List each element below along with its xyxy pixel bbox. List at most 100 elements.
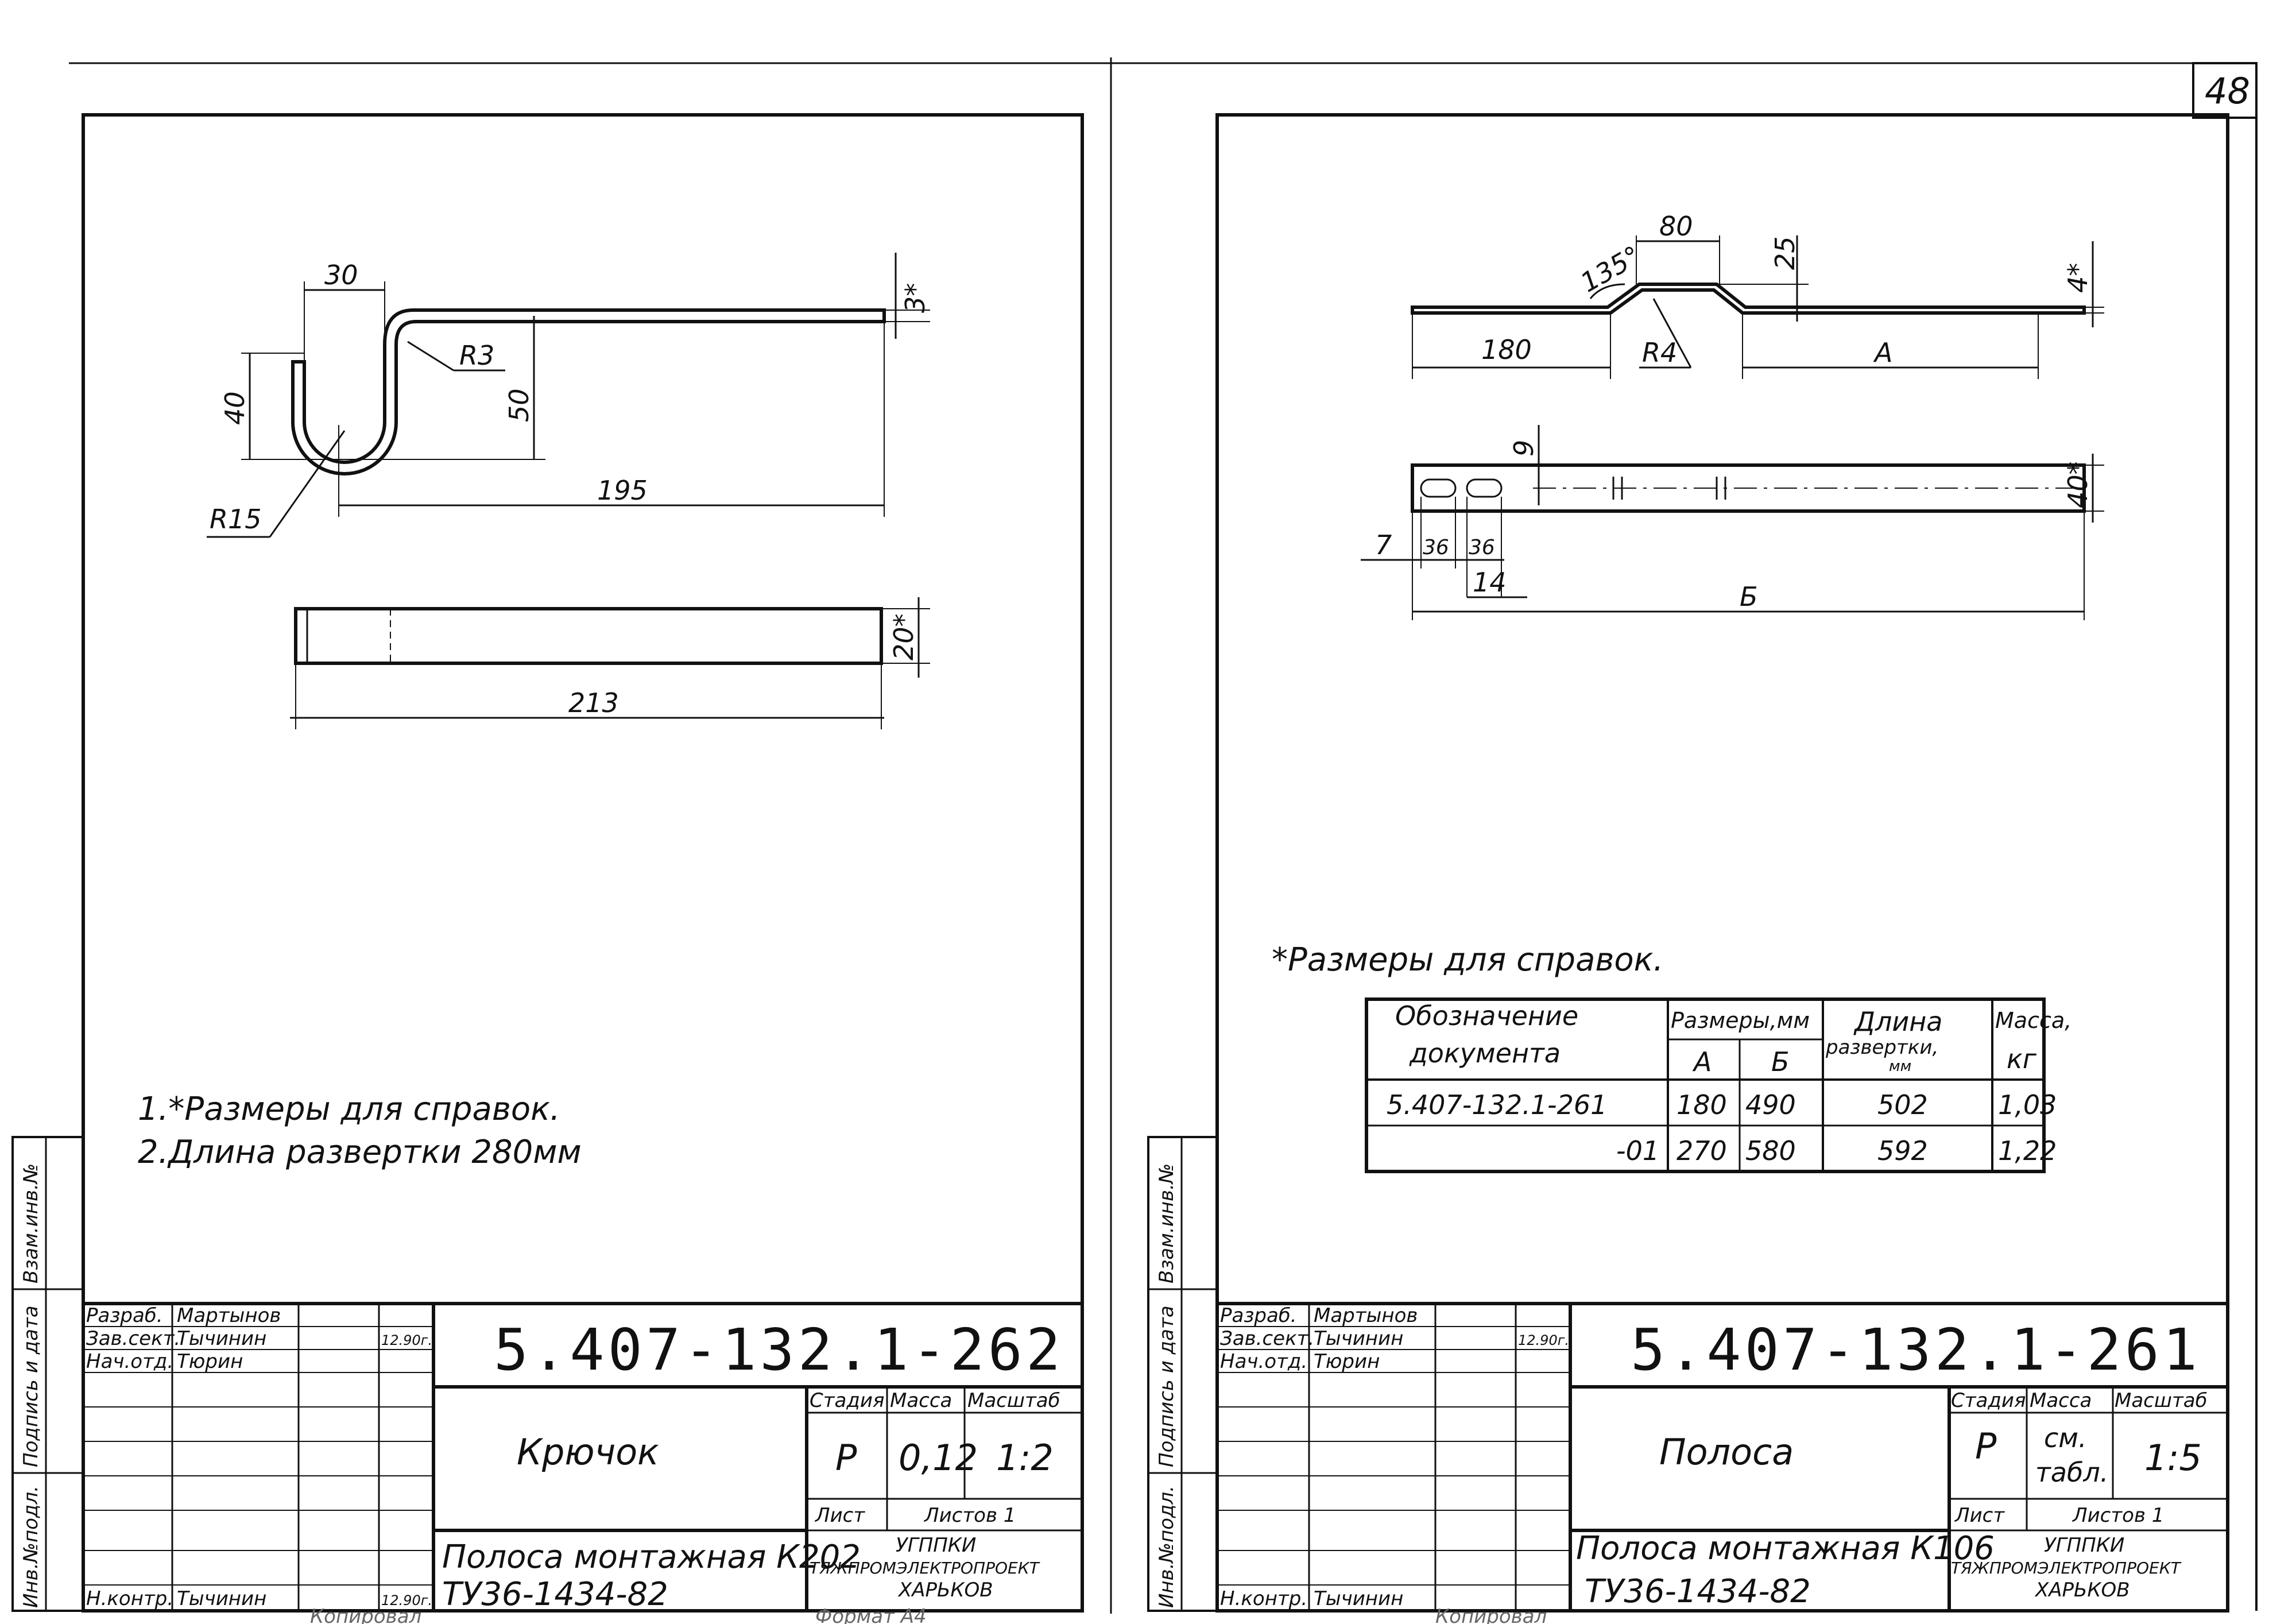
dim-195: 195 [597,475,648,506]
left-role-4: Н.контр. [86,1587,173,1610]
left-scale: 1:2 [996,1437,1054,1479]
left-sheets-label: Листов 1 [923,1504,1016,1527]
row1-designation: 5.407-132.1-261 [1387,1089,1607,1120]
dim-180: 180 [1481,334,1532,365]
th-a: А [1692,1046,1712,1077]
r-stamp-sign-label: Подпись и дата [1155,1305,1178,1467]
right-stage-header: Стадия [1951,1389,2026,1412]
left-scale-header: Масштаб [967,1389,1060,1412]
left-role-3: Нач.отд. [86,1350,173,1373]
dim-14: 14 [1473,567,1507,598]
th-designation-1: Обозначение [1395,1000,1578,1031]
left-date: 12.90г. [381,1332,432,1348]
strip-plan-view: 9 40* 7 36 36 14 Б [1361,425,2104,620]
th-b: Б [1771,1046,1790,1077]
left-role-2: Зав.сект. [86,1327,180,1350]
stamp-sign-label: Подпись и дата [20,1305,42,1467]
hook-side-view: 30 3* R3 40 50 195 [207,253,931,538]
dim-40: 40 [219,391,250,425]
row1-b: 490 [1745,1089,1796,1120]
right-role-4: Н.контр. [1220,1587,1307,1610]
r-stamp-inv-label: Инв.№подл. [1155,1486,1178,1608]
th-length-2: развертки, [1825,1036,1938,1059]
right-scale: 1:5 [2144,1437,2202,1479]
th-mass-1: Масса, [1995,1008,2072,1033]
left-note-1: 1.*Размеры для справок. [138,1091,560,1128]
right-name-1: Мартынов [1314,1304,1418,1327]
right-scale-header: Масштаб [2115,1389,2208,1412]
th-mass-2: кг [2007,1043,2037,1074]
strip-side-view: 80 135° 25 4* 180 R4 А [1411,211,2104,379]
left-name-3: Тюрин [177,1350,243,1373]
stamp-inv-label: Инв.№подл. [20,1486,42,1608]
right-sheets-label: Листов 1 [2072,1504,2164,1527]
row1-mass: 1,03 [1998,1089,2057,1120]
row1-a: 180 [1676,1089,1727,1120]
dim-a: А [1873,337,1892,368]
right-date: 12.90г. [1518,1332,1569,1348]
dim-r4: R4 [1642,337,1677,368]
right-org-1: УГППКИ [2044,1534,2124,1557]
r-stamp-replace-label: Взам.инв.№ [1155,1163,1178,1283]
page-number-box [2192,62,2258,119]
hook-plan-view: 20* 213 [290,597,930,729]
right-name-2: Тычинин [1314,1327,1403,1350]
row2-length: 592 [1877,1135,1928,1166]
th-length-1: Длина [1853,1006,1943,1037]
dim-20: 20* [888,613,919,660]
right-role-1: Разраб. [1220,1304,1297,1327]
dim-25: 25 [1770,236,1801,270]
dim-213: 213 [568,687,619,718]
dim-3: 3* [900,283,931,313]
left-side-stamp: Инв.№подл. Подпись и дата Взам.инв.№ [11,1136,84,1612]
dim-135: 135° [1575,239,1646,298]
dim-80: 80 [1659,211,1693,242]
right-product: Полоса монтажная К106 [1576,1530,1995,1567]
left-note-2: 2.Длина развертки 280мм [138,1134,582,1171]
left-date-2: 12.90г. [381,1592,432,1608]
dim-4: 4* [2062,263,2093,293]
left-name-4: Тычинин [177,1587,266,1610]
dim-b: Б [1740,581,1758,612]
left-mass-header: Масса [890,1389,952,1412]
dim-r3: R3 [459,340,494,371]
dim-50: 50 [504,388,535,422]
right-doc-code: 5.407-132.1-261 [1631,1316,2201,1383]
left-format: Формат А4 [815,1605,927,1624]
left-role-1: Разраб. [86,1304,163,1327]
th-sizes: Размеры,мм [1671,1008,1810,1033]
th-length-3: мм [1889,1058,1911,1075]
left-org-2: ТЯЖПРОМЭЛЕКТРОПРОЕКТ [810,1559,1040,1577]
right-name-3: Тюрин [1314,1350,1380,1373]
dim-36-a: 36 [1423,536,1449,559]
right-stage: Р [1975,1425,1997,1467]
right-spec: ТУ36-1434-82 [1585,1573,1811,1610]
left-frame [82,113,1084,1613]
right-copied: Копировал [1435,1605,1547,1624]
right-side-stamp: Инв.№подл. Подпись и дата Взам.инв.№ [1147,1136,1218,1612]
left-org-3: ХАРЬКОВ [897,1579,993,1602]
left-name-1: Мартынов [177,1304,281,1327]
right-org-2: ТЯЖПРОМЭЛЕКТРОПРОЕКТ [1951,1559,2182,1577]
left-part-name: Крючок [517,1431,659,1473]
left-product: Полоса монтажная К202 [442,1538,861,1576]
right-role-3: Нач.отд. [1220,1350,1307,1373]
left-title-block: Разраб. Зав.сект. Нач.отд. Н.контр. Март… [83,1302,1082,1624]
right-name-4: Тычинин [1314,1587,1403,1610]
right-org-3: ХАРЬКОВ [2034,1579,2130,1602]
left-name-2: Тычинин [177,1327,266,1350]
dim-9: 9 [1508,440,1539,457]
dim-30: 30 [324,260,358,291]
right-role-2: Зав.сект. [1220,1327,1314,1350]
row1-length: 502 [1877,1089,1928,1120]
row2-designation: -01 [1616,1135,1659,1166]
mass-table: Обозначение документа Размеры,мм А Б Дли… [1365,997,2072,1173]
page-number: 48 [2205,70,2250,112]
row2-a: 270 [1676,1135,1727,1166]
dim-40: 40* [2062,461,2093,508]
right-sheet: 48 Инв.№подл. Подпись и дата Взам.инв.№ … [1147,62,2258,1624]
left-spec: ТУ36-1434-82 [442,1576,668,1613]
dim-r15: R15 [210,504,262,535]
dim-7: 7 [1375,529,1392,560]
right-mass-2: табл. [2035,1457,2108,1488]
